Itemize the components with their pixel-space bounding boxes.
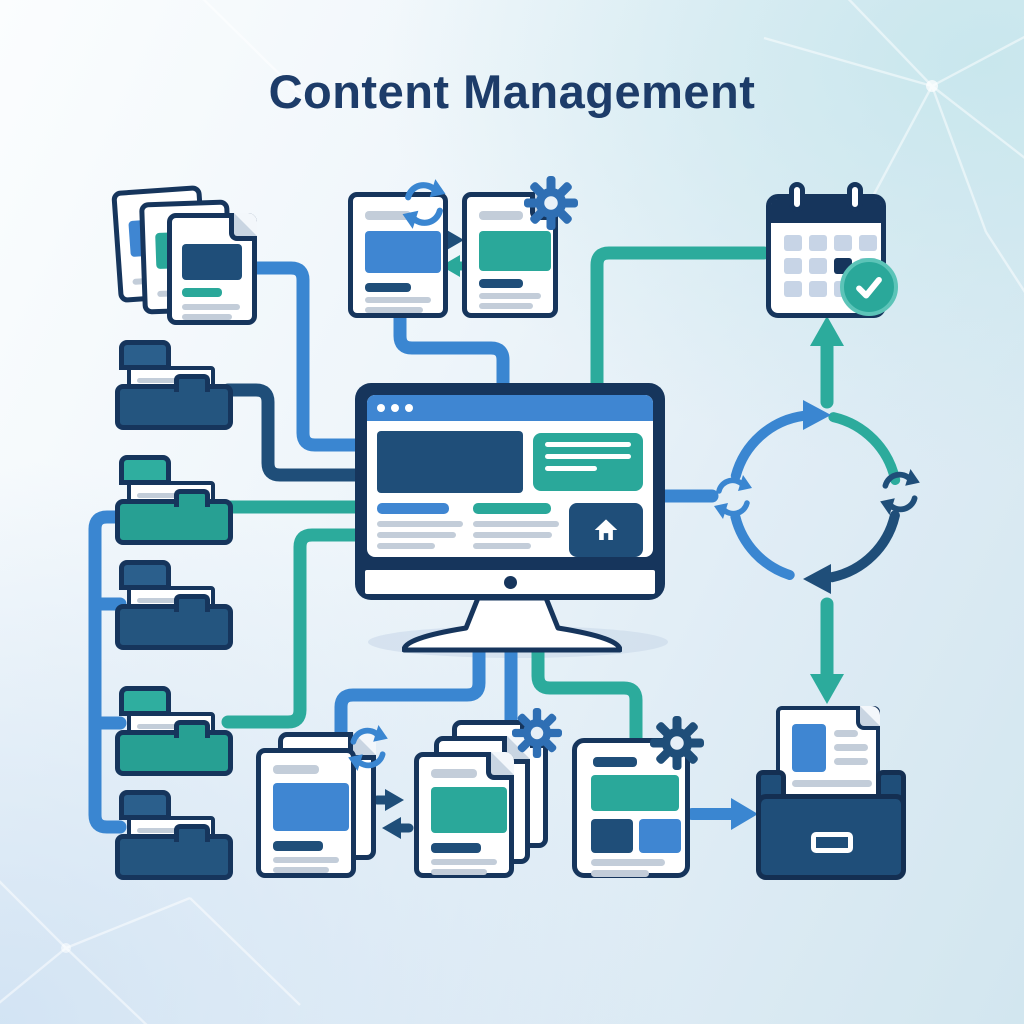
folder-icon-4 [115, 686, 233, 776]
window-dot [405, 404, 413, 412]
folder-icon-2 [115, 455, 233, 545]
document-icon [572, 738, 690, 878]
hero-block-teal [533, 433, 643, 491]
monitor-button [503, 575, 517, 589]
check-circle-icon [840, 258, 898, 316]
sync-icon [348, 725, 388, 771]
line-syncdocs-to-monitor [393, 309, 510, 393]
gear-icon [524, 176, 578, 230]
archive-handle [811, 832, 853, 853]
browser-bar [367, 395, 653, 421]
hero-block-navy [377, 431, 523, 493]
document-icon [167, 213, 257, 325]
page-fold [229, 213, 257, 241]
line-folder-rail [88, 510, 127, 834]
home-icon [594, 519, 618, 540]
monitor-screen [367, 395, 653, 557]
monitor-chin [365, 570, 655, 594]
document-icon [256, 748, 356, 878]
line-monitor-to-calendar [590, 246, 771, 393]
cycle-arrowhead-south [803, 564, 831, 594]
line-stand-to-bottomleft [334, 635, 486, 747]
monitor-bezel [355, 383, 665, 600]
line-folder1-to-monitor [221, 383, 364, 482]
sync-icon-blue [714, 475, 752, 519]
folder-icon-5 [115, 790, 233, 880]
home-tile [569, 503, 643, 557]
document-icon [414, 752, 514, 878]
cycle-arc-sw [730, 511, 795, 580]
cycle-arc-ne [828, 412, 901, 485]
line-folder4-to-monitor [221, 528, 364, 729]
cycle-arc-nw [730, 410, 809, 481]
text-column [473, 503, 559, 557]
sync-icon [402, 179, 446, 229]
gear-icon [650, 716, 704, 770]
page-title: Content Management [268, 65, 756, 118]
cycle-arrowhead-north [803, 400, 831, 430]
text-column [377, 503, 463, 557]
sync-icon-navy [880, 469, 920, 515]
calendar-header [771, 199, 881, 223]
calendar-ring [789, 182, 805, 212]
gear-icon [512, 708, 562, 758]
page-fold [486, 752, 514, 780]
folder-icon-3 [115, 560, 233, 650]
page-fold [856, 706, 880, 730]
folder-icon-1 [115, 340, 233, 430]
calendar-ring [847, 182, 863, 212]
content-lifecycle-cycle [730, 400, 901, 594]
document-icon [348, 192, 448, 318]
cycle-arc-se [827, 510, 900, 583]
line-stand-to-published [531, 635, 643, 747]
window-dot [377, 404, 385, 412]
line-docstack-to-monitor [248, 261, 364, 452]
window-dot [391, 404, 399, 412]
monitor-stand [402, 598, 622, 653]
